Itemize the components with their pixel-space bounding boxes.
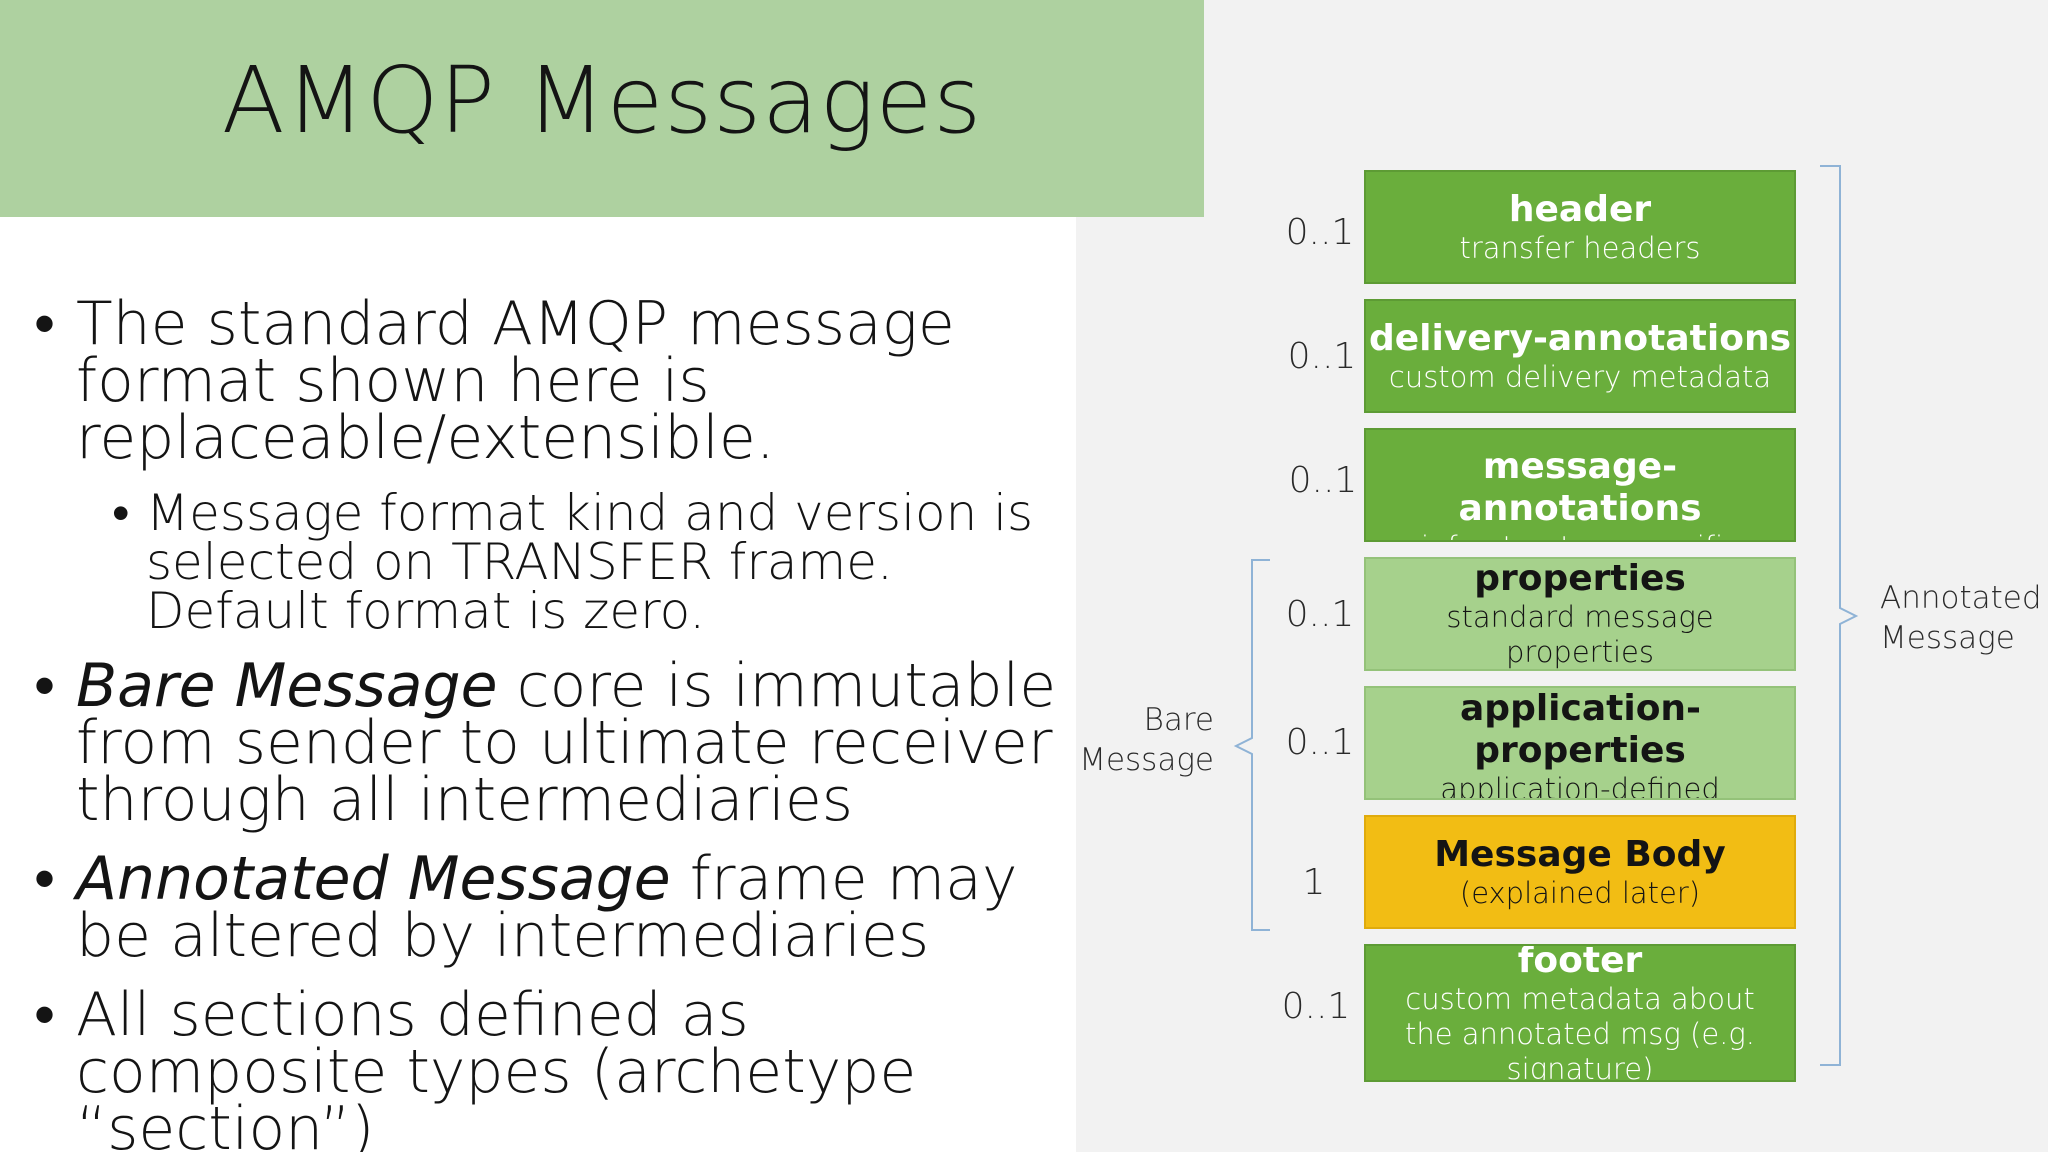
section-title: application-properties [1460,688,1701,771]
sub-bullet-text: Message format kind and version is selec… [146,484,1034,640]
bullet-emphasis: Annotated Message [76,844,671,914]
cardinality-header: 0..1 [1285,212,1355,253]
section-subtitle: application-defined metadata [1440,772,1720,800]
section-subtitle: transfer headers [1459,230,1701,265]
title-band [0,0,1204,217]
bullet-text: frame may be altered by intermediaries [76,844,1018,971]
cardinality-message-annotations: 0..1 [1288,460,1358,501]
section-title: footer [1517,944,1643,981]
section-subtitle: standard message properties [1446,600,1714,669]
bullet-composite-types: All sections defined as composite types … [34,985,1074,1152]
section-subtitle: infrastructure-specific properties [1366,530,1794,540]
bullet-text: The standard AMQP message format shown h… [76,289,955,473]
section-title: header [1508,188,1652,230]
section-delivery-annotations: delivery-annotations custom delivery met… [1364,299,1796,413]
section-title: Message Body [1434,833,1726,875]
section-title: delivery-annotations [1368,317,1792,359]
bare-message-label: Bare Message [1079,702,1214,778]
bullet-bare-message: Bare Message core is immutable from send… [34,656,1074,830]
cardinality-application-properties: 0..1 [1285,722,1355,763]
section-title: message-annotations [1458,446,1702,529]
section-title: properties [1474,558,1686,599]
section-footer: footer custom metadata about the annotat… [1364,944,1796,1082]
cardinality-message-body: 1 [1302,862,1326,903]
cardinality-footer: 0..1 [1281,986,1351,1027]
bullet-text: core is immutable from sender to ultimat… [76,651,1057,835]
section-subtitle: (explained later) [1459,875,1701,910]
section-application-properties: application-properties application-defin… [1364,686,1796,800]
section-message-body: Message Body (explained later) [1364,815,1796,929]
bullet-list: The standard AMQP message format shown h… [34,294,1074,1152]
cardinality-delivery-annotations: 0..1 [1287,336,1357,377]
bullet-text: All sections defined as composite types … [76,980,917,1152]
section-properties: properties standard message properties [1364,557,1796,671]
cardinality-properties: 0..1 [1285,594,1355,635]
section-subtitle: custom metadata about the annotated msg … [1404,981,1756,1082]
section-header: header transfer headers [1364,170,1796,284]
sub-bullet-transfer-frame: Message format kind and version is selec… [112,488,1074,636]
section-subtitle: custom delivery metadata [1388,359,1772,394]
slide-title: AMQP Messages [221,46,983,154]
bullet-emphasis: Bare Message [76,651,498,721]
section-message-annotations: message-annotations infrastructure-speci… [1364,428,1796,542]
bullet-format-extensible: The standard AMQP message format shown h… [34,294,1074,468]
bullet-annotated-message: Annotated Message frame may be altered b… [34,849,1074,966]
annotated-message-label: Annotated Message [1880,580,2042,656]
